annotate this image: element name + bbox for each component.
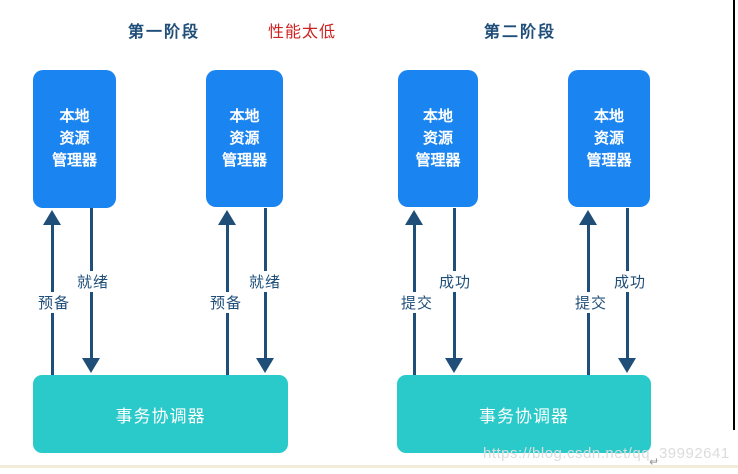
resource-manager-label: 管理器 [415, 151, 461, 169]
arrow-down-icon [445, 358, 463, 373]
arrow-down-icon [256, 358, 274, 373]
resource-manager-label: 本地 [422, 107, 453, 125]
coordinator-label: 事务协调器 [115, 406, 206, 426]
resource-manager-label: 资源 [593, 129, 624, 147]
resource-manager-label: 管理器 [51, 152, 97, 169]
label-commit-2: 提交 [574, 292, 609, 313]
arrow-down-icon [618, 358, 636, 373]
resource-manager-box-1: 本地 资源 管理器 [33, 70, 116, 208]
watermark-text: https://blog.csdn.net/qq_39992641 [483, 445, 730, 462]
label-commit-1: 提交 [400, 292, 435, 313]
arrow-up-icon [218, 210, 236, 225]
resource-manager-label: 资源 [59, 130, 90, 147]
resource-manager-box-4: 本地 资源 管理器 [568, 70, 650, 207]
performance-annotation: 性能太低 [268, 24, 337, 41]
resource-manager-label: 资源 [229, 129, 260, 147]
arrow-up-icon [579, 210, 597, 225]
phase1-title: 第一阶段 [128, 24, 201, 41]
resource-manager-label: 本地 [59, 108, 90, 125]
arrow-down-icon [82, 358, 100, 373]
label-prepare-2: 预备 [209, 292, 244, 313]
paragraph-return-mark: ↵ [649, 455, 660, 469]
label-success-2: 成功 [613, 271, 648, 292]
label-ready-1: 就绪 [76, 271, 111, 292]
resource-manager-label: 管理器 [221, 151, 267, 169]
label-prepare-1: 预备 [37, 292, 72, 313]
transaction-coordinator-box-1: 事务协调器 [33, 375, 288, 453]
resource-manager-box-2: 本地 资源 管理器 [206, 70, 283, 207]
right-border-line [733, 0, 735, 430]
bottom-horizontal-rule [0, 465, 738, 468]
arrow-up-icon [43, 210, 61, 225]
transaction-coordinator-box-2: 事务协调器 [397, 375, 651, 453]
label-ready-2: 就绪 [248, 271, 283, 292]
resource-manager-label: 管理器 [586, 151, 632, 169]
resource-manager-label: 资源 [422, 129, 453, 147]
resource-manager-label: 本地 [229, 107, 260, 125]
resource-manager-box-3: 本地 资源 管理器 [398, 70, 478, 207]
arrow-up-icon [405, 210, 423, 225]
resource-manager-label: 本地 [593, 107, 624, 125]
label-success-1: 成功 [438, 271, 473, 292]
phase2-title: 第二阶段 [484, 24, 557, 41]
coordinator-label: 事务协调器 [479, 406, 569, 426]
